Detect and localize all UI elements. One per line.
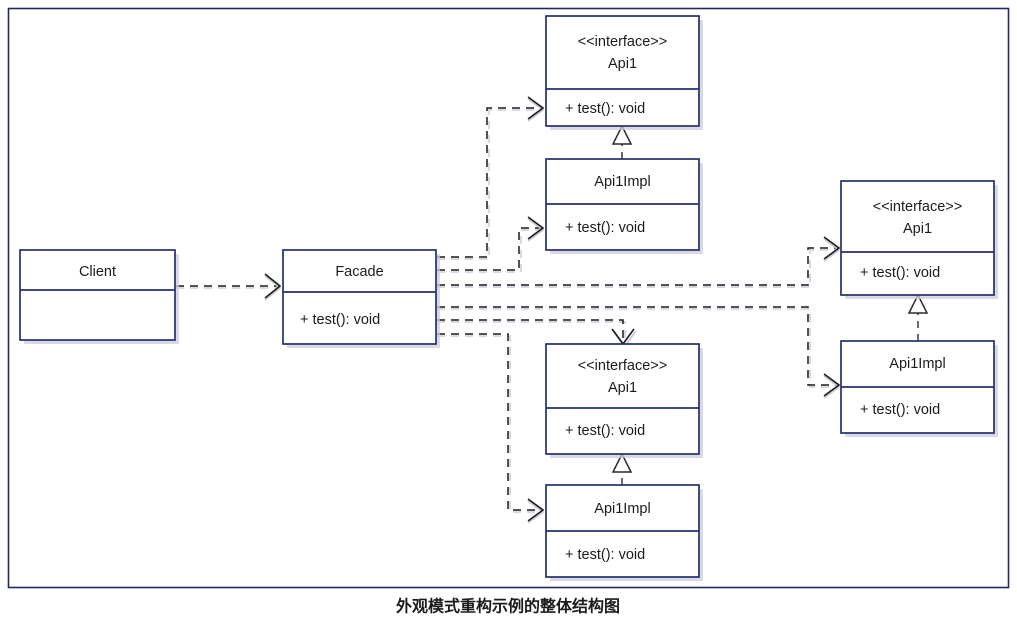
class-stereotype-api1-top: <<interface>> [578, 34, 668, 50]
edge-api1impl-top-realizes-api1-top [611, 124, 633, 159]
class-box-api1-interface-top[interactable]: <<interface>> Api1 + test(): void [545, 15, 703, 130]
realization-triangle-icon [611, 124, 633, 145]
class-box-api1impl-right[interactable]: Api1Impl + test(): void [840, 340, 998, 437]
class-box-facade[interactable]: Facade + test(): void [282, 249, 440, 348]
class-member-api1-middle: + test(): void [565, 423, 645, 439]
class-box-api1impl-bottom[interactable]: Api1Impl + test(): void [545, 484, 703, 581]
class-member-facade: + test(): void [300, 312, 380, 328]
realization-triangle-icon [611, 452, 633, 473]
class-title-api1-top: Api1 [608, 56, 637, 72]
edge-api1impl-bottom-realizes-api1-middle [611, 452, 633, 485]
class-stereotype-api1-middle: <<interface>> [578, 358, 668, 374]
edge-facade-to-api1impl-bottom [437, 333, 545, 524]
class-title-api1impl-bottom: Api1Impl [594, 501, 650, 517]
class-member-api1impl-right: + test(): void [860, 402, 940, 418]
class-box-api1-interface-right[interactable]: <<interface>> Api1 + test(): void [840, 180, 998, 299]
edge-facade-to-api1impl-top [437, 216, 545, 273]
class-title-api1impl-top: Api1Impl [594, 174, 650, 190]
class-box-api1-interface-middle[interactable]: <<interface>> Api1 + test(): void [545, 343, 703, 458]
edge-api1impl-right-realizes-api1-right [907, 293, 929, 341]
edge-facade-to-api1-top [437, 96, 545, 260]
class-stereotype-api1-right: <<interface>> [873, 199, 963, 215]
realization-triangle-icon [907, 293, 929, 314]
class-member-api1impl-top: + test(): void [565, 220, 645, 236]
class-member-api1-top: + test(): void [565, 101, 645, 117]
class-title-facade: Facade [335, 264, 383, 280]
diagram-caption: 外观模式重构示例的整体结构图 [395, 597, 620, 616]
edge-facade-to-api1impl-right [437, 306, 841, 399]
class-box-api1impl-top[interactable]: Api1Impl + test(): void [545, 158, 703, 254]
class-title-api1impl-right: Api1Impl [889, 356, 945, 372]
class-member-api1-right: + test(): void [860, 265, 940, 281]
class-title-api1-right: Api1 [903, 221, 932, 237]
class-title-api1-middle: Api1 [608, 380, 637, 396]
edge-client-to-facade [176, 273, 282, 301]
class-box-client[interactable]: Client [19, 249, 179, 344]
edge-facade-to-api1-right [437, 236, 841, 288]
class-member-api1impl-bottom: + test(): void [565, 547, 645, 563]
class-title-client: Client [79, 264, 116, 280]
